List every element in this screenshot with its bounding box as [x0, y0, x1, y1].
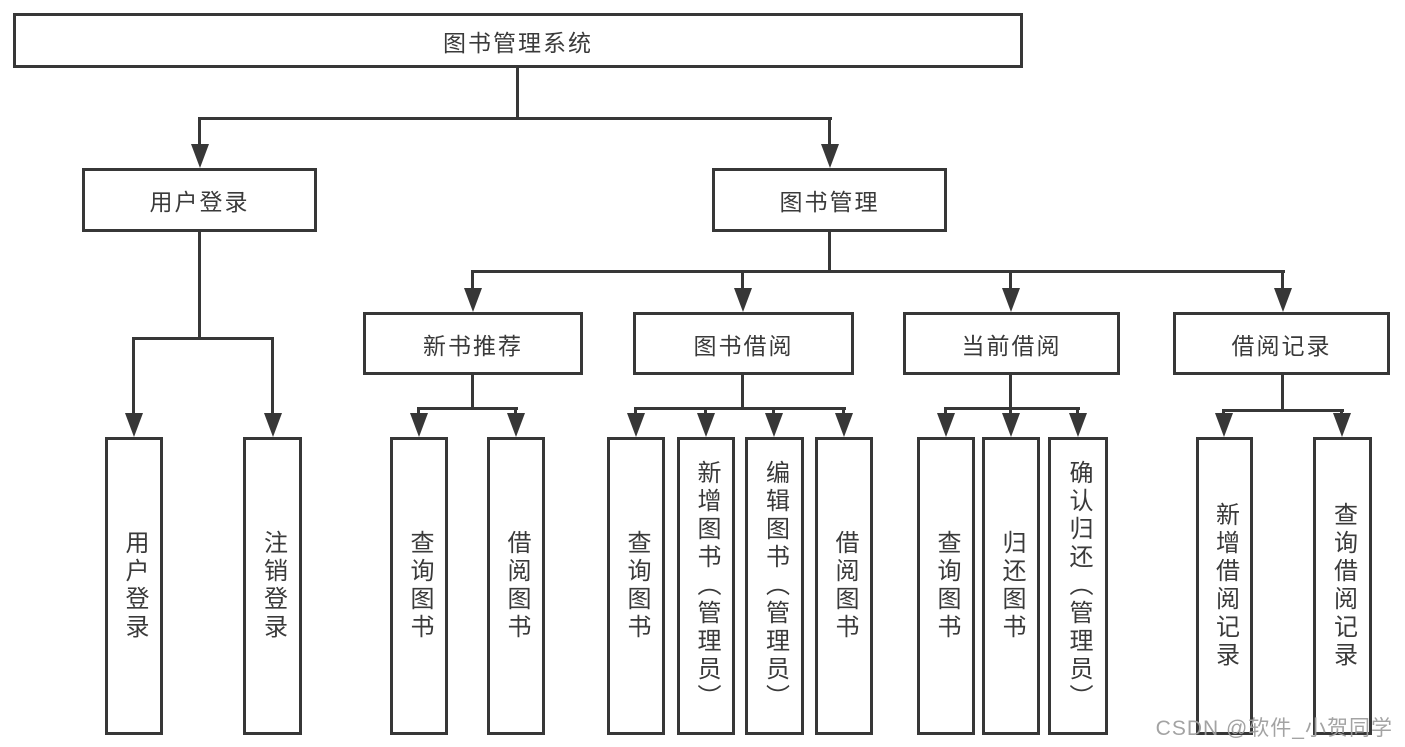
leaf-query-books-borrowing: 查询图书: [607, 437, 665, 735]
connector-line: [132, 337, 135, 417]
connector-line: [634, 407, 846, 410]
connector-line: [772, 407, 775, 417]
connector-line: [741, 375, 744, 407]
connector-line: [471, 270, 1285, 273]
connector-line: [198, 117, 832, 120]
leaf-add-books-admin: 新增图书（管理员）: [677, 437, 735, 735]
arrowhead-down-icon: [1002, 288, 1020, 312]
arrowhead-down-icon: [1333, 413, 1351, 437]
arrowhead-down-icon: [697, 413, 715, 437]
connector-line: [741, 270, 744, 290]
node-current-borrowing: 当前借阅: [903, 312, 1120, 375]
leaf-return-books: 归还图书: [982, 437, 1040, 735]
arrowhead-down-icon: [627, 413, 645, 437]
node-borrow-records: 借阅记录: [1173, 312, 1390, 375]
connector-line: [1281, 375, 1284, 409]
connector-line: [704, 407, 707, 417]
arrowhead-down-icon: [1274, 288, 1292, 312]
leaf-query-books-current: 查询图书: [917, 437, 975, 735]
connector-line: [417, 407, 518, 410]
arrowhead-down-icon: [1002, 413, 1020, 437]
connector-line: [944, 407, 1080, 410]
connector-line: [634, 407, 637, 417]
connector-line: [271, 337, 274, 417]
connector-line: [471, 375, 474, 407]
connector-line: [1222, 409, 1344, 412]
node-book-borrowing: 图书借阅: [633, 312, 854, 375]
watermark: CSDN @软件_小贺同学: [1155, 717, 1393, 740]
connector-line: [471, 270, 474, 290]
connector-line: [828, 232, 831, 270]
leaf-borrow-books: 借阅图书: [815, 437, 873, 735]
arrowhead-down-icon: [410, 413, 428, 437]
connector-line: [842, 407, 845, 417]
connector-line: [198, 117, 201, 147]
arrowhead-down-icon: [1215, 413, 1233, 437]
connector-line: [516, 68, 519, 117]
leaf-query-borrow-record: 查询借阅记录: [1313, 437, 1372, 735]
arrowhead-down-icon: [937, 413, 955, 437]
arrowhead-down-icon: [835, 413, 853, 437]
connector-line: [417, 407, 420, 417]
leaf-borrow-books-recommend: 借阅图书: [487, 437, 545, 735]
connector-line: [198, 232, 201, 337]
connector-line: [1281, 270, 1284, 290]
connector-line: [1009, 375, 1012, 407]
node-library-management-system: 图书管理系统: [13, 13, 1023, 68]
node-book-management: 图书管理: [712, 168, 947, 232]
leaf-user-login: 用户登录: [105, 437, 163, 735]
arrowhead-down-icon: [125, 413, 143, 437]
leaf-confirm-return-admin: 确认归还（管理员）: [1048, 437, 1108, 735]
arrowhead-down-icon: [507, 413, 525, 437]
connector-line: [1009, 270, 1012, 290]
leaf-edit-books-admin: 编辑图书（管理员）: [745, 437, 804, 735]
connector-line: [944, 407, 947, 417]
node-user-login: 用户登录: [82, 168, 317, 232]
arrowhead-down-icon: [264, 413, 282, 437]
arrowhead-down-icon: [464, 288, 482, 312]
connector-line: [828, 117, 831, 147]
connector-line: [1009, 407, 1012, 417]
connector-line: [132, 337, 274, 340]
leaf-add-borrow-record: 新增借阅记录: [1196, 437, 1253, 735]
arrowhead-down-icon: [765, 413, 783, 437]
arrowhead-down-icon: [821, 144, 839, 168]
arrowhead-down-icon: [191, 144, 209, 168]
node-new-book-recommend: 新书推荐: [363, 312, 583, 375]
connector-line: [1076, 407, 1079, 417]
arrowhead-down-icon: [1069, 413, 1087, 437]
arrowhead-down-icon: [734, 288, 752, 312]
connector-line: [514, 407, 517, 417]
leaf-query-books-recommend: 查询图书: [390, 437, 448, 735]
leaf-logout: 注销登录: [243, 437, 302, 735]
